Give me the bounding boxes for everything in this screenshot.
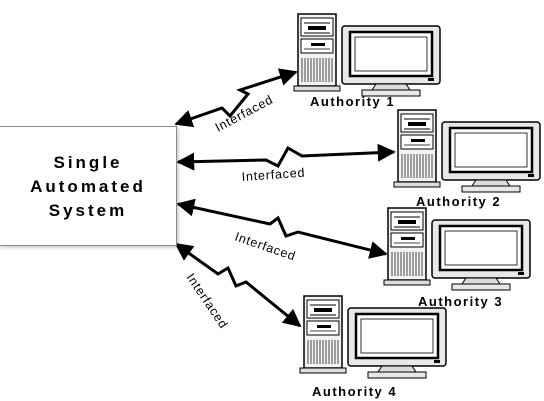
computer-icon-authority-1 [292,12,442,98]
link-3-bolt [176,198,388,259]
authority-4-label: Authority 4 [312,384,397,399]
system-label-line-1: Single [53,153,123,172]
computer-icon-authority-2 [392,108,542,194]
system-label: Single Automated System [0,151,176,223]
computer-icon-authority-3 [382,206,532,292]
system-label-line-2: Automated [30,177,146,196]
system-label-line-3: System [48,201,128,220]
link-1-bolt [174,68,298,128]
link-4-label: Interfaced [184,271,231,332]
authority-2-label: Authority 2 [416,194,501,209]
authority-1-label: Authority 1 [310,94,395,109]
link-4-bolt [174,242,302,328]
single-automated-system-box [0,126,177,246]
link-2-label: Interfaced [241,166,305,184]
link-2-bolt [176,143,396,171]
authority-3-label: Authority 3 [418,294,503,309]
